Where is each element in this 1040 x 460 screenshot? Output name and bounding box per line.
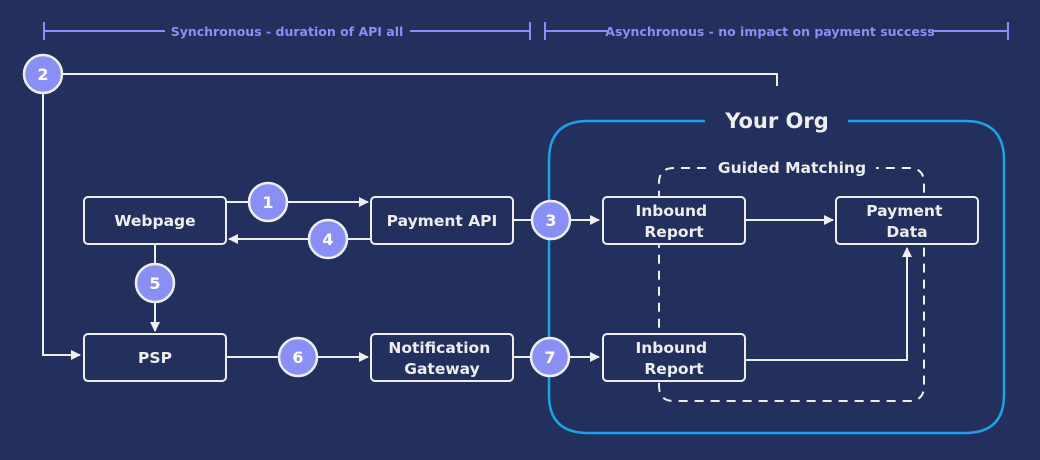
payment-data-label-line-1: Payment <box>866 202 943 220</box>
org-boundary <box>547 119 1006 435</box>
step-badge-1: 1 <box>247 181 289 223</box>
psp-node[interactable]: PSP <box>83 333 227 382</box>
step-badge-5: 5 <box>134 262 176 304</box>
inbound-report-bottom-label-line-1: Inbound <box>635 339 707 357</box>
sync-label: Synchronous - duration of API all <box>171 24 404 39</box>
async-label: Asynchronous - no impact on payment succ… <box>605 24 934 39</box>
svg-text:Inbound Report: Inbound Report <box>635 339 712 378</box>
svg-text:Payment Data: Payment Data <box>866 202 948 241</box>
step-badge-6: 6 <box>277 336 319 378</box>
notification-gateway-label-line-2: Gateway <box>404 360 480 378</box>
async-span <box>544 22 1009 40</box>
psp-label: PSP <box>138 349 172 367</box>
guided-matching-label: Guided Matching <box>718 159 866 177</box>
step-7-number: 7 <box>544 348 555 367</box>
step-badge-3: 3 <box>530 199 572 241</box>
step-6-number: 6 <box>292 348 303 367</box>
step-badge-2: 2 <box>22 53 64 95</box>
webpage-node[interactable]: Webpage <box>83 196 227 245</box>
connector-step-2 <box>62 73 778 86</box>
inbound-report-top-label-line-1: Inbound <box>635 202 707 220</box>
svg-text:Notification Gateway: Notification Gateway <box>388 339 495 378</box>
payment-data-label-line-2: Data <box>886 223 927 241</box>
org-title: Your Org <box>724 109 829 133</box>
step-badge-7: 7 <box>529 336 571 378</box>
guided-matching-boundary <box>658 167 925 402</box>
payment-api-label: Payment API <box>387 212 498 230</box>
inbound-report-bottom-label-line-2: Report <box>644 360 704 378</box>
sync-span <box>43 22 531 40</box>
notification-gateway-label-line-1: Notification <box>388 339 490 357</box>
inbound-report-top-label-line-2: Report <box>644 223 704 241</box>
step-2-number: 2 <box>37 65 48 84</box>
payment-api-node[interactable]: Payment API <box>370 196 514 245</box>
inbound-report-bottom-node[interactable]: Inbound Report <box>602 333 746 382</box>
webpage-label: Webpage <box>114 212 195 230</box>
step-badge-4: 4 <box>307 218 349 260</box>
inbound-report-top-node[interactable]: Inbound Report <box>602 196 746 245</box>
payment-data-node[interactable]: Payment Data <box>835 196 979 245</box>
step-3-number: 3 <box>545 211 556 230</box>
step-5-number: 5 <box>149 274 160 293</box>
connector-step-2-to-psp <box>42 92 81 360</box>
svg-text:Inbound Report: Inbound Report <box>635 202 712 241</box>
notification-gateway-node[interactable]: Notification Gateway <box>370 333 514 382</box>
connector-inbound-bottom-to-payment-data <box>746 247 912 361</box>
step-1-number: 1 <box>262 193 273 212</box>
step-4-number: 4 <box>322 230 333 249</box>
